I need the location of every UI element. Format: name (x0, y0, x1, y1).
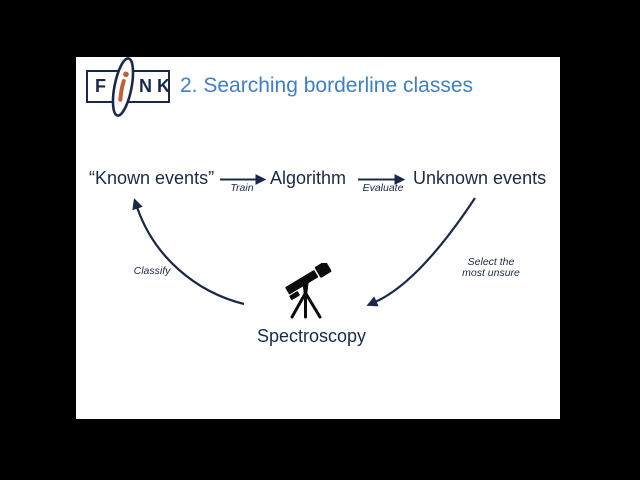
telescope-icon (285, 263, 332, 319)
edge-label-classify: Classify (133, 265, 171, 277)
node-unknown-events: Unknown events (413, 168, 547, 188)
node-spectroscopy: Spectroscopy (257, 326, 367, 346)
edge-label-evaluate: Evaluate (362, 182, 404, 194)
logo-letter-n: N (139, 76, 153, 96)
galaxy-ellipse-icon (111, 57, 135, 117)
diagram-arrows (132, 174, 476, 307)
node-known-events: “Known events” (89, 168, 215, 188)
logo-letter-f: F (95, 76, 107, 96)
node-algorithm: Algorithm (270, 168, 347, 188)
edge-label-select-line1: Select the (467, 256, 515, 268)
edge-label-train: Train (230, 182, 254, 194)
edge-label-select-line2: most unsure (462, 266, 520, 279)
edge-label-select-most-unsure: Select the most unsure (455, 257, 527, 278)
presentation-slide: F N K 2. Searching borderline classes “K… (76, 57, 560, 419)
slide-title: 2. Searching borderline classes (180, 74, 473, 97)
logo-letter-k: K (157, 76, 171, 96)
select-arrow (366, 197, 476, 307)
classify-arrow (132, 198, 245, 306)
fink-logo: F N K (86, 57, 171, 117)
